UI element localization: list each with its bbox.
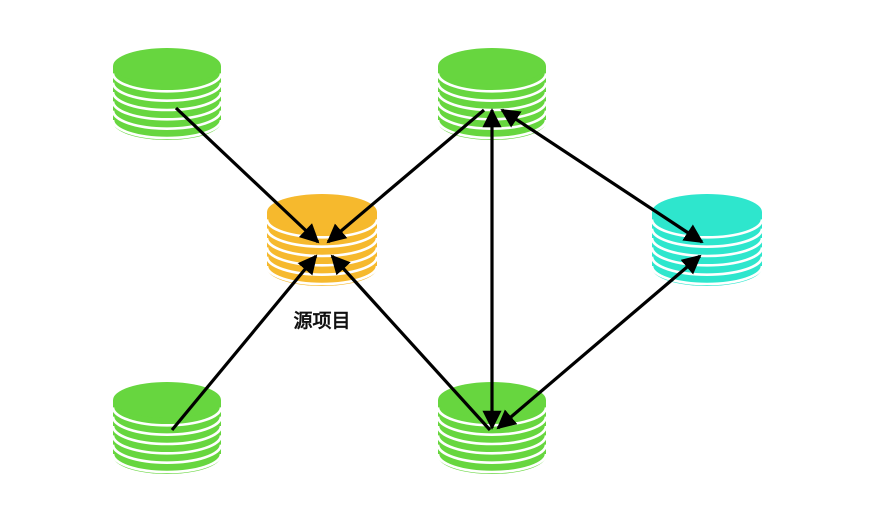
disk-stripe <box>436 435 548 455</box>
disk-stripe <box>265 247 379 267</box>
edge-top-middle-to-right <box>500 108 704 244</box>
disk-stripe <box>111 119 223 140</box>
disk-stripe <box>436 425 548 446</box>
node-top-cap <box>113 48 221 84</box>
disk-stripe <box>111 101 223 121</box>
disk-stripe <box>111 416 223 436</box>
node-right <box>650 194 764 286</box>
node-top-cap <box>652 194 762 230</box>
disk-stripe <box>436 73 548 93</box>
disk-stripe <box>265 228 379 248</box>
edge-bottom-left-to-source <box>170 254 318 432</box>
edge-bottom-middle-to-source <box>330 254 492 432</box>
disk-stripe <box>111 453 223 474</box>
node-bottom-left <box>111 382 223 474</box>
disk-stripe <box>265 219 379 239</box>
node-source <box>265 194 379 286</box>
nodes-layer <box>111 48 764 474</box>
disk-stripe <box>111 407 223 427</box>
disk-stripe <box>111 444 223 464</box>
edge-top-left-to-source <box>174 106 320 244</box>
disk-stripe <box>436 453 548 474</box>
disk-stripe <box>111 425 223 446</box>
disk-stripe <box>265 256 379 276</box>
node-top-cap <box>438 48 546 84</box>
disk-stripe <box>436 82 548 102</box>
node-top-cap <box>113 382 221 418</box>
source-project-label: 源项目 <box>293 309 350 332</box>
disk-stripe <box>265 265 379 286</box>
disk-stripe <box>436 444 548 464</box>
edges-layer <box>170 106 704 432</box>
disk-stripe <box>111 435 223 455</box>
edge-top-middle-to-source <box>326 108 486 244</box>
disk-stripe <box>650 237 764 258</box>
disk-stripe <box>111 82 223 102</box>
disk-stripe <box>265 237 379 258</box>
node-body <box>113 400 221 474</box>
node-top-left <box>111 48 223 140</box>
disk-stripe <box>111 110 223 130</box>
disk-stripe <box>111 73 223 93</box>
edge-right-to-bottom-middle <box>496 254 702 430</box>
node-body <box>113 66 221 140</box>
disk-stripe <box>111 91 223 112</box>
node-top-cap <box>267 194 377 230</box>
